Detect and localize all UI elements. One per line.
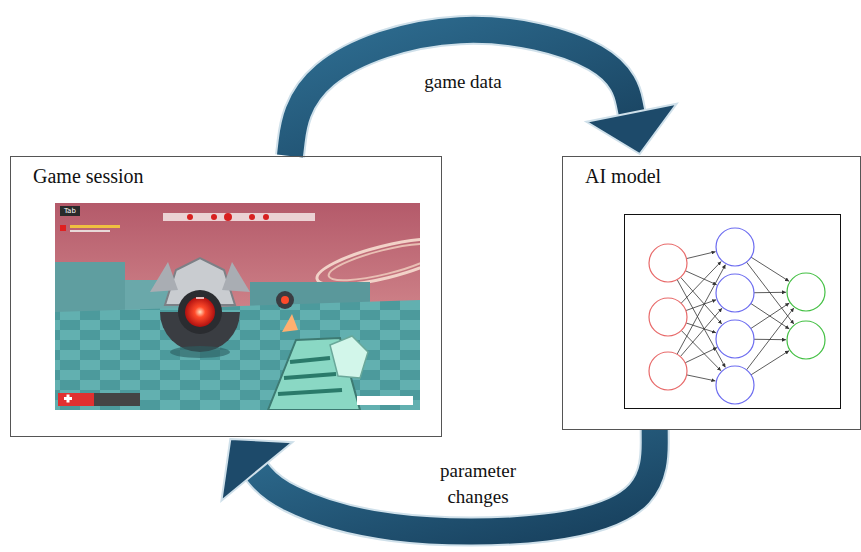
network-neuron <box>649 244 687 282</box>
hud-label: Tab <box>60 206 80 216</box>
network-link <box>681 261 721 303</box>
network-link <box>751 303 789 328</box>
arrow-shaft <box>290 30 632 156</box>
arrow-head <box>586 104 676 154</box>
network-frame <box>625 215 841 409</box>
drone <box>150 258 250 358</box>
box-title: Game session <box>11 157 144 188</box>
network-neuron <box>649 352 687 390</box>
curved-arrow <box>221 430 654 532</box>
network-link <box>681 331 721 371</box>
arrow-label: game data <box>420 68 506 96</box>
arrow-rim <box>290 30 632 156</box>
network-link <box>754 292 786 293</box>
muzzle-flash <box>282 314 298 332</box>
network-link <box>687 375 716 381</box>
game-screenshot <box>55 203 420 410</box>
network-link <box>686 300 716 311</box>
arrow-shaft <box>257 430 655 532</box>
network-link <box>686 323 716 333</box>
arrow-label: parameter changes <box>415 457 541 510</box>
box-title: AI model <box>563 157 661 188</box>
network-neuron <box>716 320 754 358</box>
network-neuron <box>787 321 825 359</box>
player-gun <box>268 336 368 410</box>
hud <box>58 213 413 406</box>
network-neuron <box>716 366 754 404</box>
neural-network <box>649 228 825 404</box>
arrow-head <box>221 439 292 501</box>
network-link <box>686 252 715 259</box>
small-drone <box>276 291 294 309</box>
network-neuron <box>716 228 754 266</box>
network-link <box>751 351 789 375</box>
network-neuron <box>787 273 825 311</box>
network-neuron <box>649 298 687 336</box>
network-link <box>685 348 717 363</box>
curved-arrow <box>290 30 677 156</box>
network-link <box>751 303 789 328</box>
arrow-rim <box>257 430 655 532</box>
game-session-box: Game session <box>10 156 442 437</box>
ai-model-box: AI model <box>562 156 861 430</box>
network-neuron <box>716 274 754 312</box>
network-link <box>751 257 789 281</box>
